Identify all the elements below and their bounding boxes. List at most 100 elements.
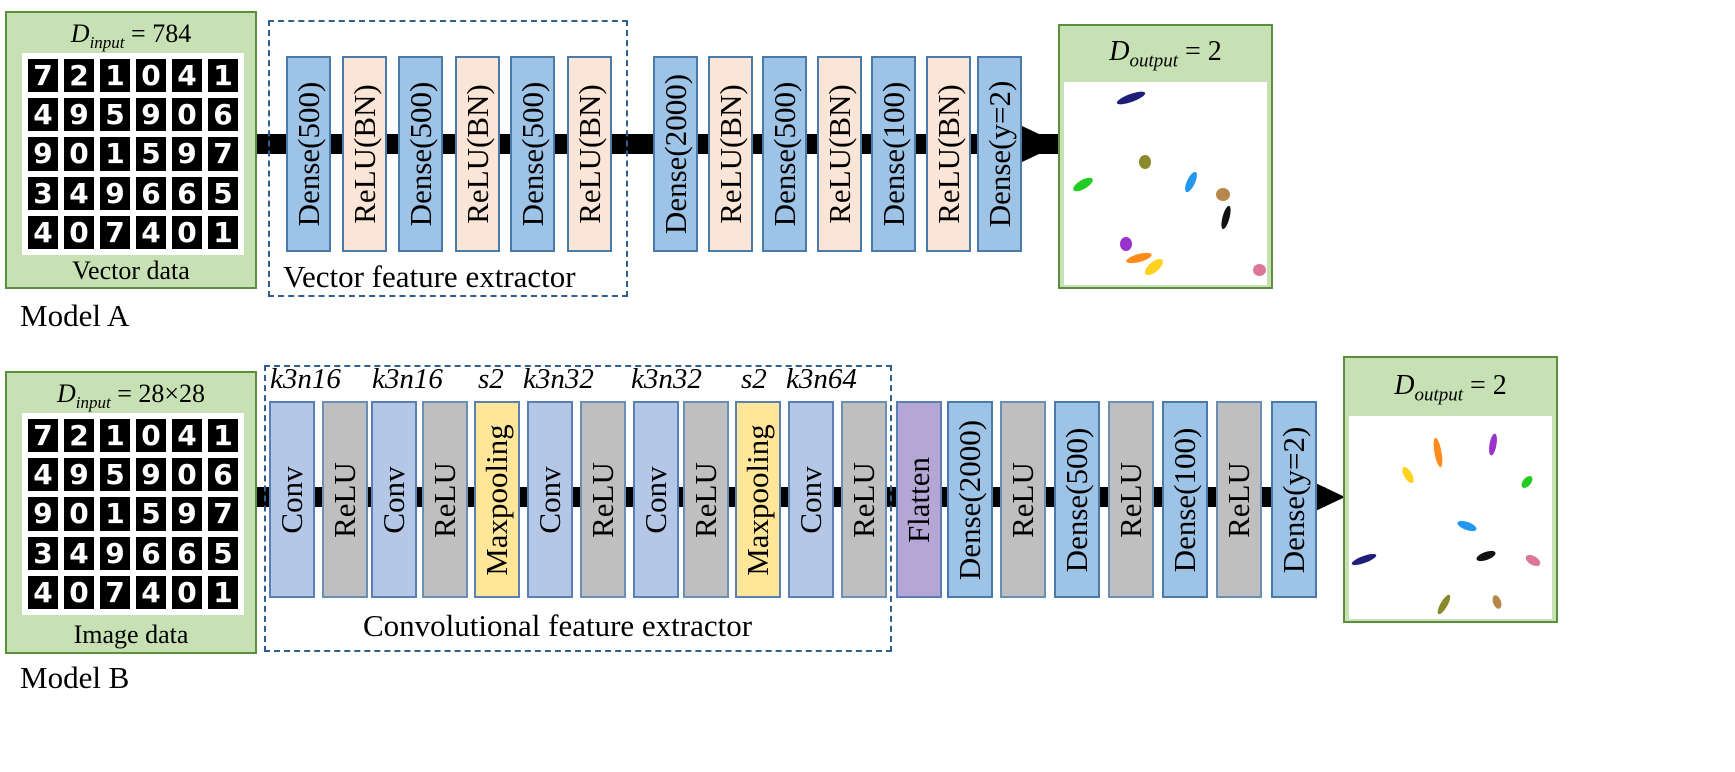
layer-label: Flatten bbox=[901, 456, 936, 543]
model-b-label: Model B bbox=[20, 660, 130, 695]
layer-label: Dense(100) bbox=[875, 81, 911, 227]
model-b-layer-flatten: Flatten bbox=[896, 401, 942, 598]
model-b-layer-maxpooling: Maxpooling bbox=[474, 401, 520, 598]
digit-cell: 7 bbox=[28, 59, 58, 93]
digit-cell: 4 bbox=[28, 215, 58, 249]
layer-label: ReLU(BN) bbox=[346, 84, 382, 224]
digit-cell: 7 bbox=[28, 419, 58, 453]
model-a-layer-dense-2000: Dense(2000) bbox=[653, 56, 698, 252]
layer-label: ReLU(BN) bbox=[930, 84, 966, 224]
layer-label: Dense(500) bbox=[402, 81, 438, 227]
model-b-layer-relu: ReLU bbox=[1108, 401, 1154, 598]
model-a-output-panel: Doutput = 2 bbox=[1058, 24, 1273, 289]
cluster-blob bbox=[1400, 465, 1416, 485]
cluster-blob bbox=[1475, 548, 1497, 564]
digit-cell: 5 bbox=[100, 98, 130, 132]
layer-label: Dense(100) bbox=[1167, 427, 1202, 572]
model-b-layer-conv: Conv bbox=[527, 401, 573, 598]
model-b-layer-relu: ReLU bbox=[422, 401, 468, 598]
digit-cell: 0 bbox=[172, 458, 202, 492]
model-a-input-title: Dinput = 784 bbox=[70, 19, 192, 53]
model-a-layer-relu-bn: ReLU(BN) bbox=[455, 56, 500, 252]
digit-cell: 0 bbox=[172, 215, 202, 249]
model-b-param-label: k3n32 bbox=[631, 363, 702, 395]
model-b-param-label: k3n16 bbox=[372, 363, 443, 395]
cluster-blob bbox=[1350, 551, 1378, 568]
digit-cell: 1 bbox=[208, 59, 238, 93]
layer-label: ReLU bbox=[1113, 461, 1148, 538]
digit-cell: 1 bbox=[100, 59, 130, 93]
model-b-param-label: s2 bbox=[741, 363, 767, 395]
digit-cell: 6 bbox=[136, 176, 166, 210]
digit-cell: 3 bbox=[28, 536, 58, 570]
model-b-layer-dense-500: Dense(500) bbox=[1054, 401, 1100, 598]
layer-label: Dense(500) bbox=[290, 81, 326, 227]
digit-cell: 0 bbox=[64, 575, 94, 609]
cluster-blob bbox=[1431, 437, 1445, 468]
digit-cell: 1 bbox=[100, 419, 130, 453]
layer-label: ReLU(BN) bbox=[712, 84, 748, 224]
cluster-blob bbox=[1490, 594, 1504, 610]
layer-label: Dense(y=2) bbox=[1276, 426, 1311, 573]
cluster-blob bbox=[1216, 188, 1230, 201]
model-b-input-caption: Image data bbox=[73, 620, 189, 649]
model-a-layer-dense-500: Dense(500) bbox=[286, 56, 331, 252]
layer-label: ReLU bbox=[688, 461, 723, 538]
model-b-embedding-plot bbox=[1349, 416, 1552, 619]
digit-cell: 1 bbox=[208, 419, 238, 453]
layer-label: Dense(2000) bbox=[952, 419, 987, 580]
model-b-layer-relu: ReLU bbox=[841, 401, 887, 598]
layer-label: Conv bbox=[274, 465, 309, 534]
layer-label: Dense(y=2) bbox=[981, 80, 1017, 228]
digit-cell: 4 bbox=[28, 98, 58, 132]
cluster-blob bbox=[1519, 474, 1535, 490]
digit-cell: 7 bbox=[208, 497, 238, 531]
digit-cell: 9 bbox=[28, 137, 58, 171]
model-b-param-label: k3n32 bbox=[523, 363, 594, 395]
digit-cell: 0 bbox=[136, 59, 166, 93]
model-b-extractor-caption: Convolutional feature extractor bbox=[363, 608, 753, 643]
digit-cell: 0 bbox=[172, 98, 202, 132]
cluster-blob bbox=[1120, 237, 1132, 251]
digit-cell: 9 bbox=[100, 536, 130, 570]
digit-cell: 1 bbox=[100, 137, 130, 171]
digit-cell: 0 bbox=[64, 215, 94, 249]
digit-cell: 7 bbox=[208, 137, 238, 171]
cluster-blob bbox=[1125, 250, 1153, 266]
model-b-layer-relu: ReLU bbox=[322, 401, 368, 598]
digit-cell: 5 bbox=[208, 536, 238, 570]
digit-cell: 9 bbox=[172, 137, 202, 171]
model-a-layer-relu-bn: ReLU(BN) bbox=[708, 56, 753, 252]
model-b-param-label: k3n64 bbox=[786, 363, 857, 395]
model-b-layer-relu: ReLU bbox=[1000, 401, 1046, 598]
digit-cell: 5 bbox=[136, 137, 166, 171]
model-b-output-panel: Doutput = 2 bbox=[1343, 356, 1558, 623]
cluster-blob bbox=[1487, 433, 1499, 456]
model-a-layer-dense-500: Dense(500) bbox=[762, 56, 807, 252]
model-b-layer-dense-100: Dense(100) bbox=[1162, 401, 1208, 598]
model-a-extractor-caption: Vector feature extractor bbox=[283, 259, 576, 294]
digit-cell: 6 bbox=[208, 458, 238, 492]
cluster-blob bbox=[1435, 593, 1453, 616]
model-a-extractor-box bbox=[268, 20, 628, 297]
layer-label: Dense(500) bbox=[766, 81, 802, 227]
layer-label: Dense(500) bbox=[1059, 427, 1094, 572]
layer-label: Conv bbox=[532, 465, 567, 534]
cluster-blob bbox=[1139, 155, 1151, 169]
digit-cell: 5 bbox=[208, 176, 238, 210]
digit-cell: 0 bbox=[64, 497, 94, 531]
layer-label: ReLU bbox=[1221, 461, 1256, 538]
digit-cell: 4 bbox=[28, 458, 58, 492]
digit-cell: 6 bbox=[172, 176, 202, 210]
layer-label: Dense(2000) bbox=[657, 73, 693, 235]
model-b-layer-maxpooling: Maxpooling bbox=[735, 401, 781, 598]
model-a-label: Model A bbox=[20, 298, 130, 333]
cluster-blob bbox=[1219, 205, 1233, 230]
model-b-layer-conv: Conv bbox=[269, 401, 315, 598]
model-a-layer-relu-bn: ReLU(BN) bbox=[567, 56, 612, 252]
digit-cell: 0 bbox=[64, 137, 94, 171]
digit-cell: 4 bbox=[136, 215, 166, 249]
